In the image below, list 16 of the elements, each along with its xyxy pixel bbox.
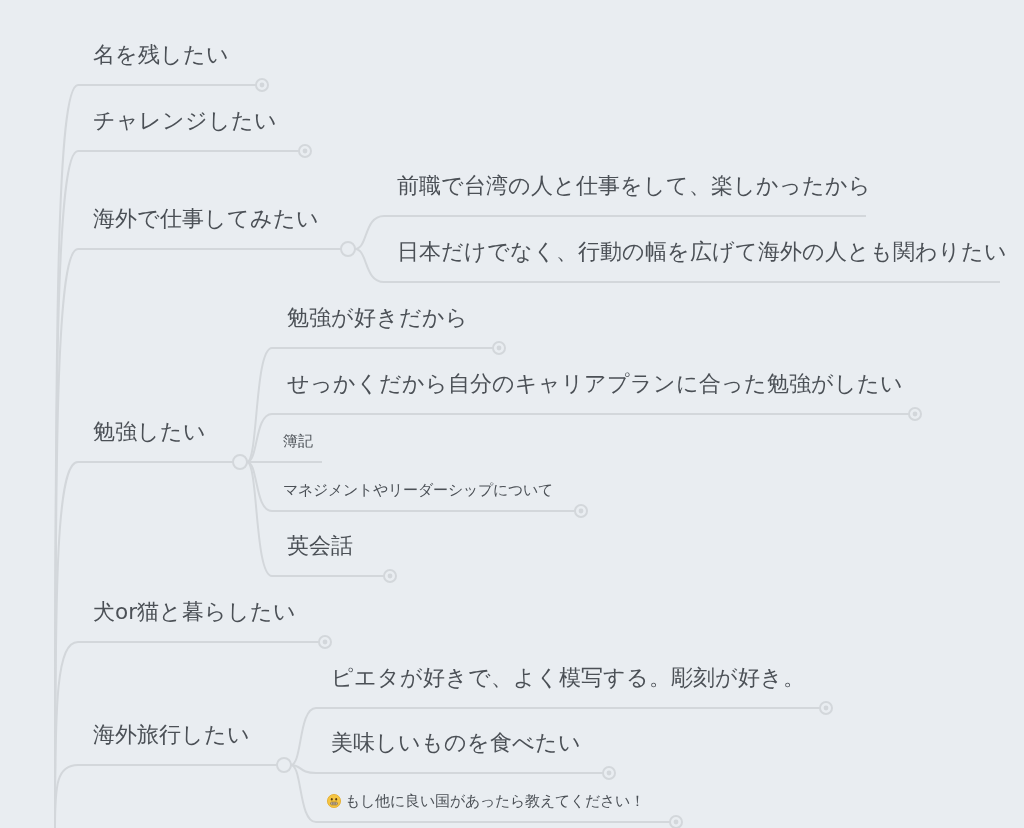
topic-text: 勉強したい <box>93 418 206 446</box>
topic-text: チャレンジしたい <box>93 107 277 135</box>
topic-text: 勉強が好きだから <box>287 304 468 332</box>
topic-text: 海外で仕事してみたい <box>93 205 319 233</box>
topic-text: 日本だけでなく、行動の幅を広げて海外の人とも関わりたい <box>397 238 1007 266</box>
topic-text: 海外旅行したい <box>93 721 250 749</box>
topic-text: 美味しいものを食べたい <box>331 729 581 757</box>
topic-text: 簿記 <box>283 431 313 451</box>
topic-text: 名を残したい <box>93 41 229 69</box>
topic-text: 英会話 <box>287 532 353 560</box>
topic-text: 前職で台湾の人と仕事をして、楽しかったから <box>397 172 871 200</box>
topic-text: せっかくだから自分のキャリアプランに合った勉強がしたい <box>287 370 903 398</box>
topic-text: ピエタが好きで、よく模写する。彫刻が好き。 <box>331 664 805 692</box>
topic-text: 犬or猫と暮らしたい <box>93 598 296 626</box>
topic-text: もし他に良い国があったら教えてください！ <box>345 791 645 811</box>
topic-text: マネジメントやリーダーシップについて <box>283 480 553 500</box>
